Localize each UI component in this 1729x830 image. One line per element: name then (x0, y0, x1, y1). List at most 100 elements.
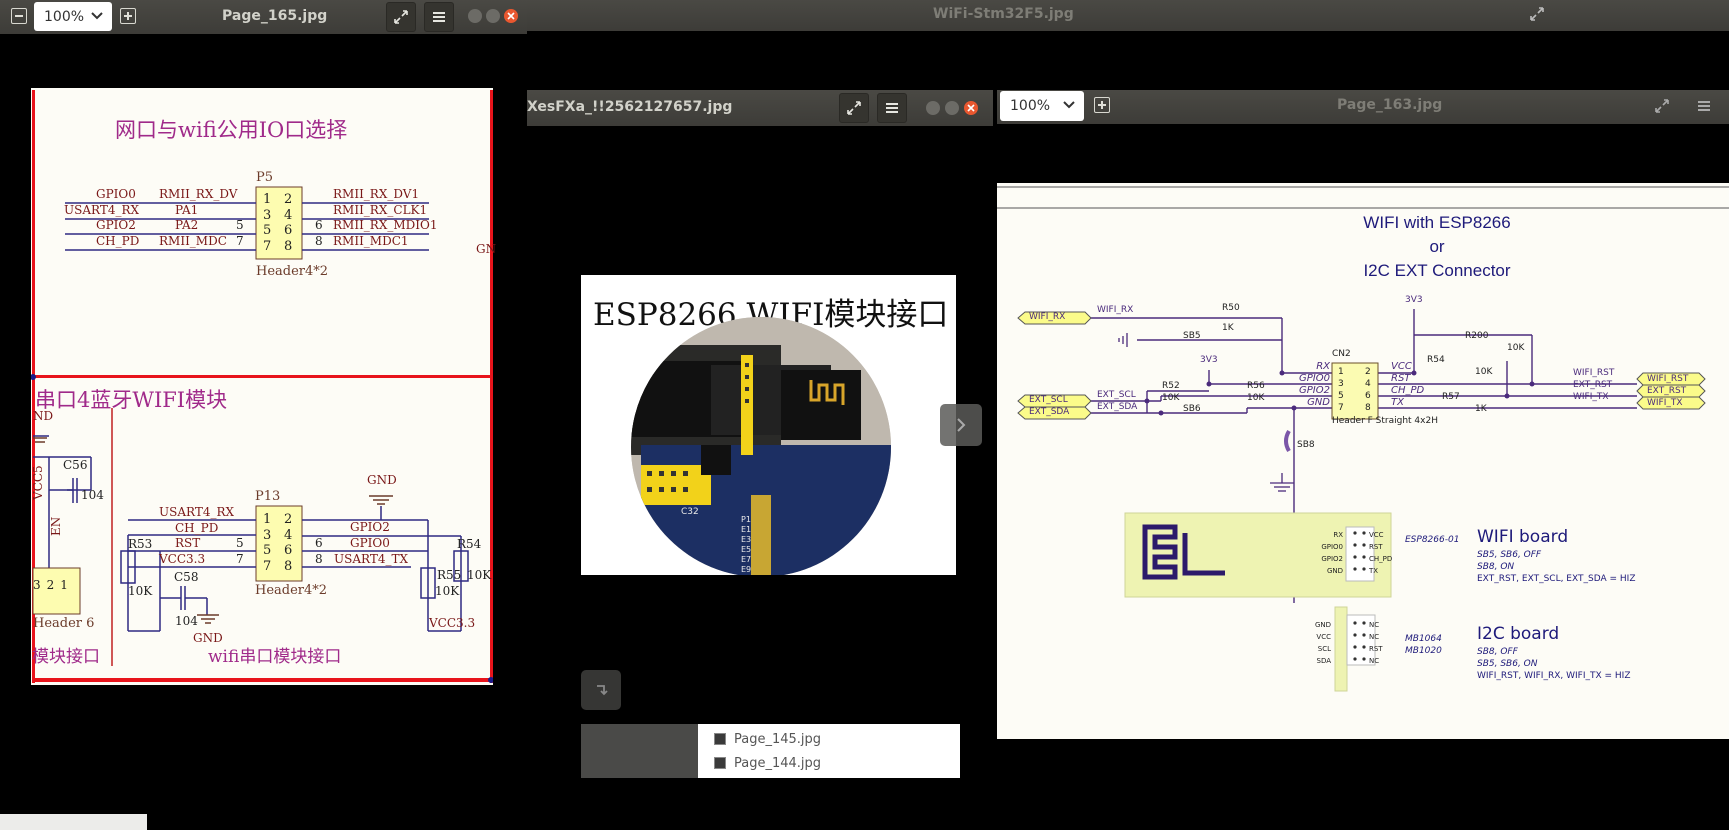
r54-label: R54 (457, 537, 482, 551)
module-interface-label: 模块接口 (32, 647, 100, 667)
pin-label: VCC (1369, 531, 1384, 539)
r52-value: 10K (1162, 393, 1180, 403)
vcc33-label: VCC3.3 (429, 616, 476, 630)
left-fullscreen-button[interactable] (386, 2, 416, 32)
zoom-in-button[interactable] (1094, 97, 1110, 113)
cn2-right-signals: VCC RST CH_PD TX (1391, 361, 1424, 409)
note-line: SB5, SB6, OFF (1477, 550, 1542, 560)
left-window-title: Page_165.jpg (222, 8, 328, 24)
expand-icon (847, 101, 861, 115)
close-icon (507, 12, 515, 20)
header6-label: Header 6 (33, 616, 95, 631)
expand-icon (1655, 99, 1669, 113)
expand-icon (1530, 7, 1544, 21)
middle-menu-button[interactable] (877, 93, 907, 123)
middle-minimize-button[interactable] (926, 101, 940, 115)
pin-number: 7 (1338, 403, 1344, 413)
pin-label: GND (1326, 567, 1343, 575)
right-fullscreen-button[interactable] (1647, 91, 1677, 121)
left-maximize-button[interactable] (486, 9, 500, 23)
left-minimize-button[interactable] (468, 9, 482, 23)
file-name: Page_145.jpg (734, 731, 822, 747)
p5-left-net-a: GPIO0 USART4_RX GPIO2 CH_PD (64, 187, 139, 249)
pin-number: 8 (284, 558, 293, 574)
next-image-button[interactable] (940, 404, 982, 446)
zoom-out-button[interactable] (11, 8, 27, 24)
pin-number (236, 505, 244, 521)
r52-label: R52 (1162, 381, 1180, 391)
net-tag: EXT_RST (1647, 386, 1687, 396)
right-window-titlebar[interactable]: 100% Page_163.jpg (997, 90, 1729, 124)
pin-label: SCL (1317, 645, 1331, 653)
r57-label: R57 (1442, 392, 1460, 402)
right-zoom-select[interactable]: 100% (1000, 91, 1084, 121)
expand-icon (394, 10, 408, 24)
pin-number (315, 203, 323, 219)
gnd-bottom-label: GND (193, 631, 223, 645)
r54-label: R54 (1427, 355, 1445, 365)
middle-fullscreen-button[interactable] (839, 93, 869, 123)
pin-number: 1 (1338, 367, 1344, 377)
pin-label: RX (1333, 531, 1343, 539)
title-line: I2C EXT Connector (1363, 261, 1511, 280)
p13-right-numbers: 6 8 (315, 505, 323, 567)
net-label: PA1 (175, 202, 199, 217)
c58-value: 104 (175, 614, 198, 628)
pin-number: 1 (60, 578, 68, 592)
vcc5-label: VCC5 (31, 465, 45, 500)
net-label: RMII_RX_MDIO1 (333, 218, 438, 233)
cn2-left-signals: RX GPIO0 GPIO2 GND (1292, 361, 1330, 409)
image-file-icon (714, 733, 726, 745)
pin-label: RST (1369, 645, 1383, 653)
cn2-pins-right: 2 4 6 8 (1365, 366, 1371, 414)
left-window-titlebar[interactable]: 100% Page_165.jpg (0, 0, 527, 34)
pcb-label: E9 (741, 565, 752, 574)
ext-scl-net: EXT_SCL (1097, 390, 1136, 400)
wifi-board-notes: SB5, SB6, OFF SB8, ON EXT_RST, EXT_SCL, … (1477, 549, 1635, 585)
pin-number (315, 521, 323, 537)
pin-number (315, 187, 323, 203)
back-window-titlebar[interactable]: WiFi-Stm32F5.jpg (527, 0, 1729, 31)
note-line: EXT_RST, EXT_SCL, EXT_SDA = HIZ (1477, 574, 1636, 584)
hamburger-menu-icon (886, 103, 898, 113)
middle-close-button[interactable] (964, 101, 978, 115)
middle-maximize-button[interactable] (945, 101, 959, 115)
pin-number: 5 (263, 543, 272, 558)
pin-number: 8 (284, 238, 293, 254)
pin-number: 6 (315, 536, 323, 551)
pin-label: GPIO0 (1321, 543, 1343, 551)
wifi-board-title: WIFI board (1477, 527, 1569, 547)
net-tag: WIFI_TX (1647, 398, 1683, 408)
minus-icon (15, 15, 23, 17)
pin-number: 4 (284, 207, 293, 223)
middle-window-titlebar[interactable]: XesFXa_!!2562127657.jpg (527, 90, 993, 126)
zoom-in-button[interactable] (120, 8, 136, 24)
pin-number: 5 (1338, 391, 1344, 401)
ext-sda-tag: EXT_SDA (1029, 407, 1070, 417)
p5-ref: P5 (256, 170, 274, 185)
rotate-button[interactable] (581, 670, 621, 710)
pin-number: 2 (46, 578, 55, 592)
right-menu-button[interactable] (1689, 91, 1719, 121)
p5-right-numbers: 6 8 (315, 187, 323, 249)
pcb-label: E1 (741, 525, 752, 534)
list-item[interactable]: Page_144.jpg (698, 752, 821, 774)
p5-left-net-b: RMII_RX_DV PA1 PA2 RMII_MDC (159, 187, 237, 249)
left-close-button[interactable] (504, 9, 518, 23)
signal-label: GND (1307, 397, 1330, 408)
list-item[interactable]: Page_145.jpg (698, 728, 821, 750)
right-schematic-title: WIFI with ESP8266 or I2C EXT Connector (1267, 211, 1607, 283)
right-schematic-image: WIFI with ESP8266 or I2C EXT Connector W… (997, 183, 1729, 739)
note-line: SB8, ON (1477, 562, 1515, 572)
p13-gpio0: GPIO0 (350, 536, 390, 550)
left-zoom-select[interactable]: 100% (34, 2, 112, 31)
ext-scl-tag: EXT_SCL (1029, 395, 1068, 405)
pin-number: 8 (315, 233, 323, 248)
back-fullscreen-button[interactable] (1523, 0, 1551, 28)
net-label: RST (175, 536, 201, 551)
pin-number (236, 187, 244, 203)
net-label: USART4_RX (64, 202, 140, 217)
pin-label: NC (1369, 657, 1380, 665)
left-menu-button[interactable] (424, 2, 454, 32)
r57-value: 1K (1475, 404, 1487, 414)
